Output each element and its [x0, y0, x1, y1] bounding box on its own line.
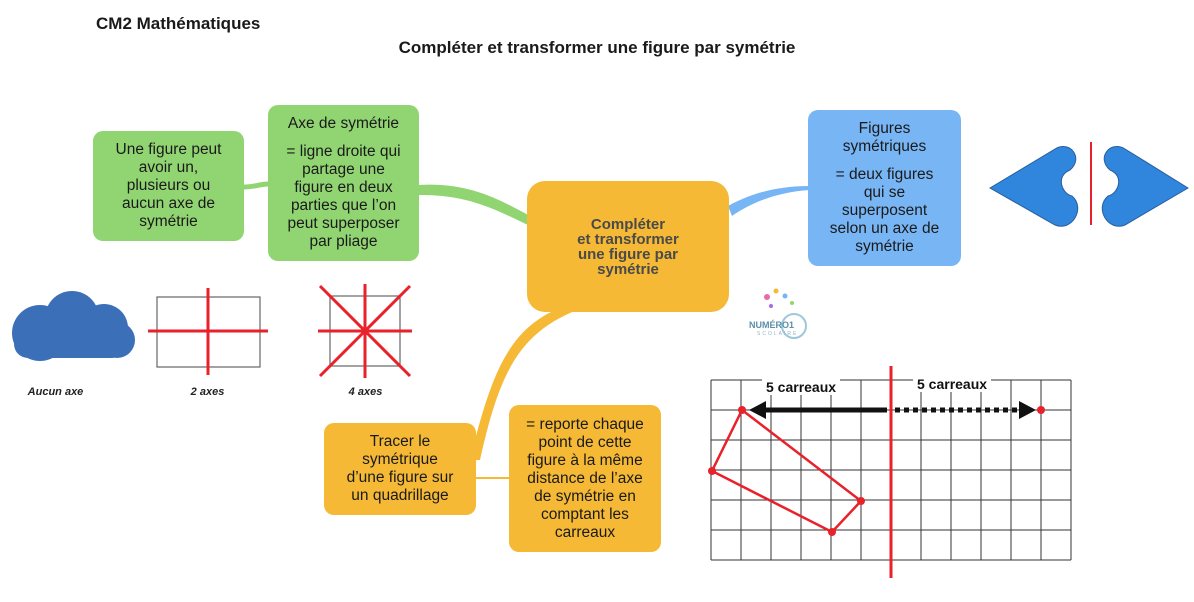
- node-symmetric-line: superposent: [841, 202, 928, 219]
- red-figure: [710, 408, 863, 534]
- node-report-line: comptant les: [541, 505, 629, 523]
- rectangle-two-axes-figure: [148, 288, 268, 375]
- node-symmetric-line: qui se: [863, 184, 906, 201]
- node-figure-axes-line: aucun axe de: [121, 195, 216, 212]
- node-report-line: = reporte chaque: [526, 415, 644, 433]
- connector-center-to-trace: [470, 306, 585, 460]
- central-topic-line: Compléter: [590, 215, 666, 233]
- node-axis-line: partage une: [302, 161, 385, 178]
- caption-four-axes: 4 axes: [348, 386, 383, 398]
- node-figure-axes-line: avoir un,: [138, 159, 199, 176]
- node-report-line: de symétrie en: [534, 487, 636, 505]
- symmetric-hearts-figure: [989, 142, 1189, 227]
- node-symmetric-figures: Figures symétriques = deux figures qui s…: [808, 110, 961, 266]
- central-topic-line: symétrie: [597, 260, 659, 278]
- node-axis-title: Axe de symétrie: [287, 115, 400, 132]
- cloud-icon: [12, 291, 135, 361]
- connector-figure-to-axis: [243, 181, 269, 190]
- node-trace-symmetric: Tracer le symétrique d’une figure sur un…: [324, 423, 476, 515]
- node-trace-line: un quadrillage: [351, 487, 449, 504]
- central-topic-line: et transformer: [577, 230, 679, 248]
- central-topic: Compléter et transformer une figure par …: [527, 181, 729, 312]
- node-report-line: point de cette: [538, 433, 632, 451]
- node-symmetric-line: selon un axe de: [829, 220, 940, 237]
- arrow-left-head: [749, 401, 766, 419]
- node-report-line: distance de l’axe: [527, 469, 643, 487]
- course-title: CM2 Mathématiques: [96, 14, 261, 33]
- node-figure-axes-line: Une figure peut: [115, 141, 222, 158]
- node-figure-axes-line: symétrie: [139, 213, 198, 230]
- node-symmetric-title: symétriques: [842, 138, 927, 155]
- logo-text: NUMÉRO1: [749, 320, 795, 330]
- symmetric-point: [1037, 406, 1045, 414]
- arrow-right-head: [1019, 401, 1036, 419]
- logo-subtext: SCOLAIRE: [757, 331, 799, 337]
- caption-two-axes: 2 axes: [190, 386, 225, 398]
- node-trace-line: symétrique: [362, 451, 438, 468]
- grid-construction: [708, 366, 1045, 578]
- node-figure-axes: Une figure peut avoir un, plusieurs ou a…: [93, 131, 244, 241]
- node-symmetric-line: symétrie: [855, 238, 914, 255]
- node-report-points: = reporte chaque point de cette figure à…: [509, 405, 661, 552]
- grid-label-right: 5 carreaux: [913, 376, 992, 392]
- node-figure-axes-line: plusieurs ou: [126, 177, 211, 194]
- caption-no-axis: Aucun axe: [27, 386, 84, 398]
- node-axis: Axe de symétrie = ligne droite qui parta…: [268, 105, 419, 261]
- square-four-axes-figure: [318, 284, 412, 378]
- node-axis-line: = ligne droite qui: [286, 143, 401, 160]
- node-axis-line: figure en deux: [294, 179, 393, 196]
- right-heart-icon: [1101, 146, 1189, 227]
- node-axis-line: par pliage: [309, 233, 378, 250]
- node-symmetric-title: Figures: [858, 120, 911, 137]
- node-symmetric-line: = deux figures: [835, 166, 934, 183]
- central-topic-line: une figure par: [577, 245, 678, 263]
- node-trace-line: d’une figure sur: [346, 469, 454, 486]
- node-report-line: figure à la même: [527, 451, 643, 469]
- grid-label-left: 5 carreaux: [762, 379, 841, 395]
- logo-icon: [764, 288, 807, 339]
- left-heart-icon: [989, 146, 1079, 227]
- page-title: Compléter et transformer une figure par …: [398, 38, 796, 57]
- node-axis-line: parties que l’on: [290, 197, 397, 214]
- connector-axis-to-center: [418, 184, 530, 226]
- node-trace-line: Tracer le: [369, 433, 431, 450]
- node-report-line: carreaux: [554, 523, 616, 541]
- connector-center-to-symmetric: [728, 186, 810, 216]
- node-axis-line: peut superposer: [287, 215, 400, 232]
